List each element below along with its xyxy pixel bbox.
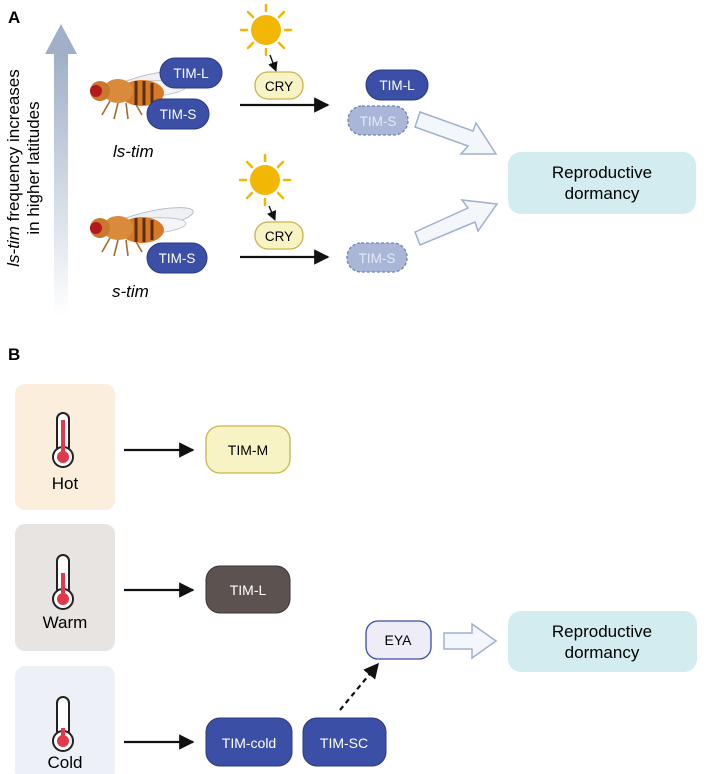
axis-text-italic: ls-tim [4,226,23,267]
latitude-arrow [45,24,77,316]
svg-text:Reproductive: Reproductive [552,163,652,182]
svg-text:TIM-L: TIM-L [230,582,267,598]
sun-icon [239,3,293,57]
cry-pill: CRY [254,221,304,250]
warm-label: Warm [43,613,88,632]
svg-text:TIM-S: TIM-S [360,114,397,129]
light-arrow [267,205,277,221]
svg-text:TIM-M: TIM-M [228,442,268,458]
cry-pill: CRY [254,71,304,100]
tim-sc-box: TIM-SC [302,717,387,767]
hot-label: Hot [52,474,79,493]
hollow-arrow [414,199,499,246]
tim-l-box: TIM-L [205,565,291,614]
hollow-arrow [443,622,498,660]
tim-s-pill: TIM-S [146,98,210,130]
svg-text:TIM-SC: TIM-SC [320,735,368,751]
eya-box: EYA [365,620,432,660]
thermometer-icon [52,412,74,468]
dormancy-box-a: Reproductive dormancy [508,152,696,214]
panel-b-label: B [8,345,20,364]
sun-icon [238,153,292,207]
thermometer-icon [52,696,74,752]
light-arrow [268,54,278,72]
svg-text:dormancy: dormancy [565,184,640,203]
tim-l-pill: TIM-L [159,57,223,89]
svg-text:CRY: CRY [265,229,293,244]
tim-m-box: TIM-M [205,425,291,474]
dormancy-box-b: Reproductive dormancy [508,611,697,672]
genotype-s-tim: s-tim [112,282,149,301]
tim-s-degraded-pill: TIM-S [346,242,408,273]
axis-text-line2: in higher latitudes [24,101,43,234]
svg-text:TIM-S: TIM-S [160,107,197,122]
latitude-axis-label: ls-tim frequency increases in higher lat… [4,69,43,266]
svg-text:dormancy: dormancy [565,643,640,662]
tim-l-result-pill: TIM-L [365,69,429,101]
genotype-ls-tim: ls-tim [113,142,154,161]
tim-s-degraded-pill: TIM-S [347,105,409,136]
cold-label: Cold [48,753,83,772]
warm-condition-box: Warm [15,524,115,651]
hot-condition-box: Hot [15,384,115,510]
tim-cold-box: TIM-cold [205,717,293,767]
svg-text:Reproductive: Reproductive [552,622,652,641]
svg-text:TIM-cold: TIM-cold [222,735,276,751]
svg-text:ls-tim frequency increases: ls-tim frequency increases [4,69,23,266]
dashed-arrow [339,662,379,711]
cold-condition-box: Cold [15,666,115,774]
svg-text:TIM-L: TIM-L [379,78,415,93]
svg-text:TIM-S: TIM-S [159,251,196,266]
svg-text:EYA: EYA [385,632,413,648]
svg-text:TIM-S: TIM-S [359,251,396,266]
axis-text-rest: frequency increases [4,69,23,226]
thermometer-icon [52,554,74,610]
hollow-arrow [414,111,498,155]
panel-a-label: A [8,8,20,27]
tim-s-pill: TIM-S [146,242,208,274]
svg-text:CRY: CRY [265,79,293,94]
svg-text:TIM-L: TIM-L [173,66,209,81]
